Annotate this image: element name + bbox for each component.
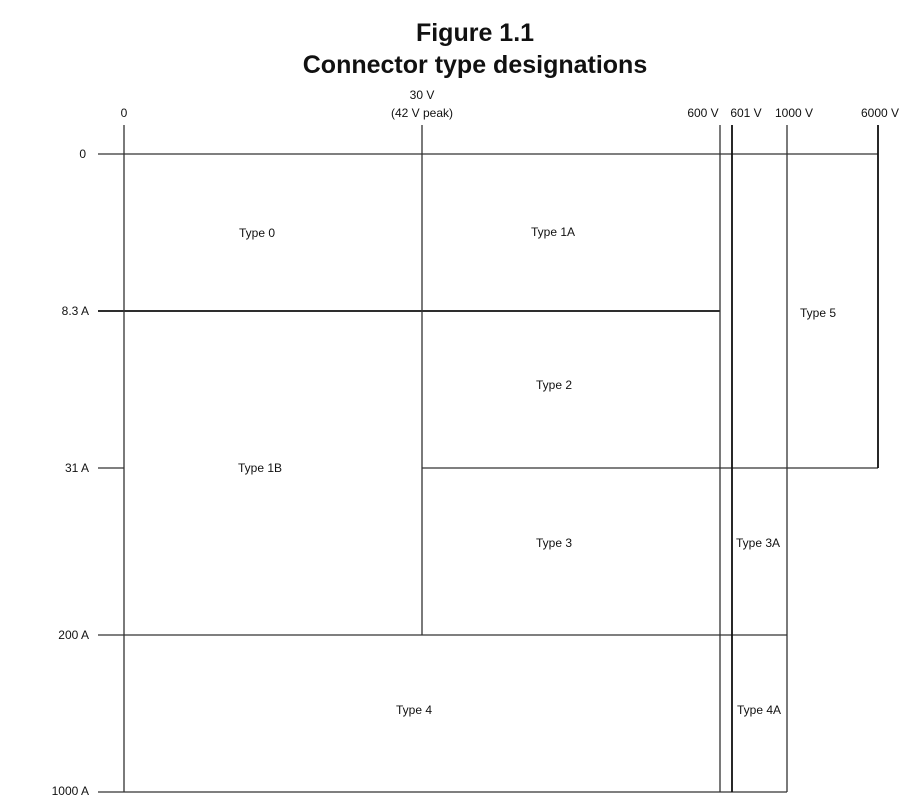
region-type-4a: Type 4A <box>737 703 781 717</box>
voltage-label-600v: 600 V <box>687 106 718 120</box>
region-type-3: Type 3 <box>536 536 572 550</box>
voltage-label-42v-peak: (42 V peak) <box>391 106 453 120</box>
voltage-label-30v: 30 V <box>410 88 435 102</box>
voltage-label-6000v: 6000 V <box>861 106 899 120</box>
region-type-3a: Type 3A <box>736 536 780 550</box>
region-type-1b: Type 1B <box>238 461 282 475</box>
current-label-1000a: 1000 A <box>52 784 89 798</box>
region-type-2: Type 2 <box>536 378 572 392</box>
voltage-label-601v: 601 V <box>730 106 761 120</box>
figure-subtitle: Connector type designations <box>303 51 647 79</box>
current-label-0: 0 <box>79 147 86 161</box>
voltage-label-1000v: 1000 V <box>775 106 813 120</box>
current-label-8-3a: 8.3 A <box>62 304 89 318</box>
region-type-1a: Type 1A <box>531 225 575 239</box>
current-label-31a: 31 A <box>65 461 89 475</box>
current-label-200a: 200 A <box>58 628 89 642</box>
region-type-0: Type 0 <box>239 226 275 240</box>
region-type-5: Type 5 <box>800 306 836 320</box>
figure-title: Figure 1.1 <box>416 19 534 47</box>
region-type-4: Type 4 <box>396 703 432 717</box>
voltage-label-0: 0 <box>121 106 128 120</box>
